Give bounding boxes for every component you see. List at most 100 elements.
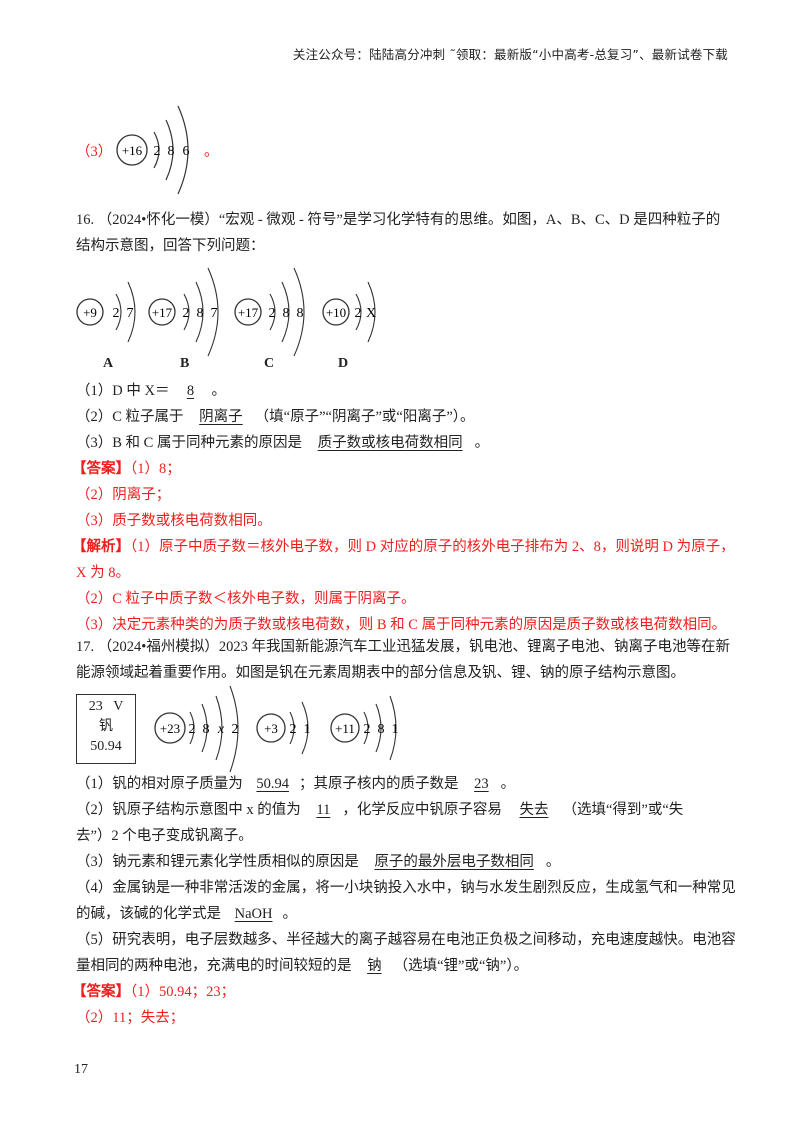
q17-sub2: （2）钒原子结构示意图中 x 的值为 11，化学反应中钒原子容易 失去（选填“得… — [76, 800, 683, 820]
q17-sub1: （1）钒的相对原子质量为 50.94；其原子核内的质子数是 23。 — [76, 774, 515, 794]
atomic-mass: 50.94 — [90, 739, 122, 754]
svg-text:7: 7 — [211, 306, 218, 321]
answer-tag: 【答案】 — [72, 461, 130, 477]
q16-analysis1b: X 为 8。 — [76, 565, 130, 581]
svg-text:+3: +3 — [264, 721, 278, 736]
svg-text:2: 2 — [189, 722, 196, 737]
q16-sub3-answer: 质子数或核电荷数相同 — [317, 435, 463, 451]
svg-text:8: 8 — [378, 722, 385, 737]
q17-sub5-line2: 量相同的两种电池，充满电的时间较短的是 钠（选填“锂”或“钠”）。 — [76, 956, 528, 976]
atom-diagram-lithium: +3 2 1 — [256, 694, 326, 779]
svg-text:2: 2 — [364, 722, 371, 737]
q16-sub3: （3）B 和 C 属于同种元素的原因是 质子数或核电荷数相同。 — [76, 433, 489, 453]
particle-label-b: B — [180, 356, 190, 371]
page-header: 关注公众号：陆陆高分冲刺 ˜领取：最新版“小中高考-总复习”、最新试卷下载 — [292, 47, 728, 62]
particle-label-d: D — [338, 356, 349, 371]
q17-sub3-text: （3）钠元素和锂元素化学性质相似的原因是 — [76, 854, 363, 870]
svg-text:6: 6 — [183, 144, 190, 159]
element-name: 钒 — [99, 719, 113, 734]
svg-text:2: 2 — [232, 722, 239, 737]
particle-diagram-c: +17 2 8 8 — [234, 262, 314, 357]
q17-sub2-end: （选填“得到”或“失 — [562, 802, 684, 818]
top-item-label: （3） — [76, 144, 113, 160]
q17-stem-line1: 17. （2024•福州模拟）2023 年我国新能源汽车工业迅猛发展，钒电池、锂… — [76, 639, 730, 655]
svg-text:2: 2 — [183, 306, 190, 321]
element-symbol: V — [113, 699, 124, 714]
q17-sub5-text: 量相同的两种电池，充满电的时间较短的是 — [76, 958, 356, 974]
q16-sub3-end: 。 — [474, 435, 490, 451]
svg-text:+23: +23 — [160, 721, 180, 736]
q16-sub2-end: （填“原子”“阴离子”或“阳离子”）。 — [254, 409, 475, 425]
svg-text:8: 8 — [197, 306, 204, 321]
q17-sub1-answer-a: 50.94 — [256, 776, 289, 792]
svg-text:8: 8 — [203, 722, 210, 737]
element-card-vanadium: 23 V 钒 50.94 — [76, 694, 136, 764]
element-card-top: 23 V — [77, 697, 135, 717]
q17-sub5-answer: 钠 — [367, 958, 382, 974]
q17-sub4-end: 。 — [282, 906, 297, 922]
q16-analysis1a: （1）原子中质子数＝核外电子数，则 D 对应的原子的核外电子排布为 2、8，则说… — [130, 539, 735, 555]
svg-text:+10: +10 — [326, 305, 346, 320]
q16-analysis-line1: 【解析】（1）原子中质子数＝核外电子数，则 D 对应的原子的核外电子排布为 2、… — [72, 537, 735, 557]
q17-sub4-answer: NaOH — [234, 906, 273, 922]
svg-text:2: 2 — [355, 306, 362, 321]
svg-text:+16: +16 — [122, 143, 143, 158]
q17-sub4-line1: （4）金属钠是一种非常活泼的金属，将一小块钠投入水中，钠与水发生剧烈反应，生成氢… — [76, 880, 736, 896]
svg-text:1: 1 — [304, 722, 311, 737]
q16-sub3-text: （3）B 和 C 属于同种元素的原因是 — [76, 435, 306, 451]
svg-text:2: 2 — [113, 306, 120, 321]
q17-sub4-line2: 的碱，该碱的化学式是 NaOH 。 — [76, 904, 297, 924]
q17-sub3: （3）钠元素和锂元素化学性质相似的原因是 原子的最外层电子数相同。 — [76, 852, 560, 872]
page-number: 17 — [74, 1062, 88, 1077]
q17-answer1: （1）50.94；23； — [130, 984, 236, 1000]
svg-text:2: 2 — [290, 722, 297, 737]
atom-diagram-s: +16 2 8 6 — [116, 102, 216, 207]
particle-label-c: C — [264, 356, 275, 371]
svg-text:+17: +17 — [238, 305, 259, 320]
q16-sub1-end: 。 — [211, 383, 226, 399]
q17-answer2: （2）11；失去； — [76, 1010, 185, 1026]
q17-sub1-mid: ；其原子核内的质子数是 — [299, 776, 463, 792]
answer-tag: 【答案】 — [72, 984, 130, 1000]
svg-text:1: 1 — [392, 722, 399, 737]
q17-sub1-text: （1）钒的相对原子质量为 — [76, 776, 247, 792]
q16-sub2: （2）C 粒子属于 阴离子 （填“原子”“阴离子”或“阳离子”）。 — [76, 407, 475, 427]
svg-text:7: 7 — [127, 306, 134, 321]
q17-sub4-text: 的碱，该碱的化学式是 — [76, 906, 225, 922]
q16-sub1: （1）D 中 X＝ 8 。 — [76, 381, 226, 401]
q16-answer-line1: 【答案】（1）8； — [72, 459, 181, 479]
atom-diagram-sodium: +11 2 8 1 — [330, 694, 420, 779]
q17-answer-line1: 【答案】（1）50.94；23； — [72, 982, 235, 1002]
q17-sub5-line1: （5）研究表明，电子层数越多、半径越大的离子越容易在电池正负极之间移动，充电速度… — [76, 932, 736, 948]
q17-sub1-end: 。 — [500, 776, 516, 792]
q17-sub2-text: （2）钒原子结构示意图中 x 的值为 — [76, 802, 305, 818]
q17-sub3-answer: 原子的最外层电子数相同 — [374, 854, 534, 870]
q16-stem-line1: 16. （2024•怀化一模）“宏观 - 微观 - 符号”是学习化学特有的思维。… — [76, 212, 721, 228]
svg-text:+9: +9 — [83, 305, 97, 320]
q16-answer2: （2）阴离子； — [76, 487, 171, 503]
particle-label-a: A — [103, 356, 114, 371]
q16-sub1-text: （1）D 中 X＝ — [76, 383, 170, 399]
particle-diagram-a: +9 2 7 — [76, 268, 146, 353]
svg-text:+11: +11 — [335, 721, 355, 736]
q17-sub3-end: 。 — [545, 854, 561, 870]
q17-sub2-mid: ，化学反应中钒原子容易 — [342, 802, 506, 818]
analysis-tag: 【解析】 — [72, 539, 130, 555]
q16-sub2-answer: 阴离子 — [199, 409, 243, 425]
atom-diagram-vanadium: +23 2 8 x 2 — [154, 684, 264, 789]
top-item-end: 。 — [204, 144, 219, 160]
particle-diagram-d: +10 2 X — [322, 268, 392, 353]
svg-text:2: 2 — [154, 144, 161, 159]
svg-text:2: 2 — [269, 306, 276, 321]
q16-sub2-text: （2）C 粒子属于 — [76, 409, 188, 425]
svg-text:8: 8 — [283, 306, 290, 321]
q17-sub2-line2: 去”）2 个电子变成钒离子。 — [76, 828, 253, 844]
svg-text:8: 8 — [297, 306, 304, 321]
atomic-number: 23 — [88, 699, 103, 714]
q16-sub1-answer: 8 — [186, 383, 195, 399]
q16-analysis2: （2）C 粒子中质子数＜核外电子数，则属于阴离子。 — [76, 591, 416, 607]
q17-stem-line2: 能源领域起着重要作用。如图是钒在元素周期表中的部分信息及钒、锂、钠的原子结构示意… — [76, 665, 685, 681]
q16-answer1: （1）8； — [130, 461, 181, 477]
svg-text:8: 8 — [168, 144, 175, 159]
q16-stem-line2: 结构示意图，回答下列问题： — [76, 238, 265, 254]
